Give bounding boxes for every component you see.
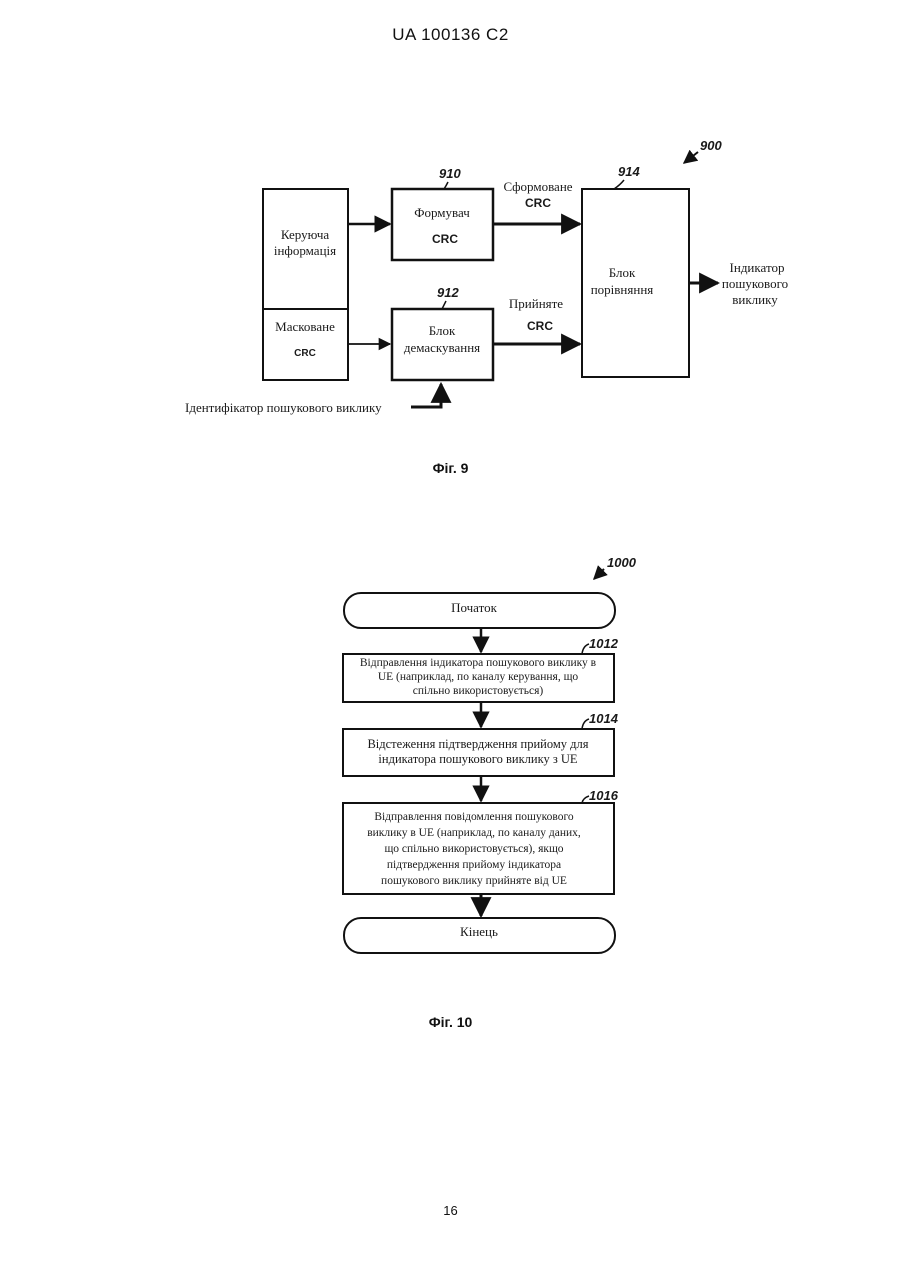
received-crc-label-2: CRC <box>527 319 553 333</box>
step-1016-line-5: пошукового виклику прийняте від UE <box>381 875 567 887</box>
figure-10-caption: Фіг. 10 <box>0 1014 901 1030</box>
ref-910: 910 <box>439 166 461 181</box>
ref-912: 912 <box>437 285 459 300</box>
arrow-id-to-demask <box>411 384 441 407</box>
step-1014-line-1: Відстеження підтвердження прийому для <box>367 737 588 751</box>
formed-crc-label-2: CRC <box>525 196 551 210</box>
ref-914: 914 <box>618 164 640 179</box>
ref-1014-tick <box>582 719 589 729</box>
crc-former-box <box>392 189 493 260</box>
masked-crc-label-2: CRC <box>294 348 316 359</box>
paging-id-label: Ідентифікатор пошукового виклику <box>185 400 382 415</box>
page-number: 16 <box>0 1203 901 1218</box>
start-label: Початок <box>451 600 498 615</box>
step-1012-line-3: спільно використовується) <box>413 685 544 697</box>
ref-1000: 1000 <box>607 555 637 570</box>
received-crc-label-1: Прийняте <box>509 296 563 311</box>
ref-1012-tick <box>582 644 589 654</box>
ref-1000-arrow <box>594 569 604 579</box>
figure-9-caption: Фіг. 9 <box>0 460 901 476</box>
comparator-label-2: порівняння <box>591 282 654 297</box>
ref-1012: 1012 <box>589 636 619 651</box>
step-1012-line-2: UE (наприклад, по каналу керування, що <box>378 671 579 683</box>
ref-900: 900 <box>700 138 722 153</box>
crc-former-label-2: CRC <box>432 232 458 246</box>
control-info-label-1: Керуюча <box>281 227 330 242</box>
ref-1014: 1014 <box>589 711 619 726</box>
end-label: Кінець <box>460 924 498 939</box>
step-1016-line-1: Відправлення повідомлення пошукового <box>374 811 574 823</box>
output-label-1: Індикатор <box>730 260 785 275</box>
output-label-3: виклику <box>732 292 778 307</box>
crc-former-label-1: Формувач <box>414 205 470 220</box>
demask-label-1: Блок <box>429 323 456 338</box>
step-1016-line-2: виклику в UE (наприклад, по каналу даних… <box>367 827 581 839</box>
formed-crc-label-1: Сформоване <box>503 179 572 194</box>
ref-914-tick <box>614 180 624 189</box>
ref-900-arrow <box>684 152 698 163</box>
ref-1016: 1016 <box>589 788 619 803</box>
output-label-2: пошукового <box>722 276 788 291</box>
step-1014-line-2: індикатора пошукового виклику з UE <box>378 752 578 766</box>
ref-1016-tick <box>582 796 589 803</box>
masked-crc-label-1: Масковане <box>275 319 335 334</box>
control-info-label-2: інформація <box>274 243 336 258</box>
step-1016-line-4: підтвердження прийому індикатора <box>387 859 561 871</box>
comparator-label-1: Блок <box>609 265 636 280</box>
demask-label-2: демаскування <box>404 340 480 355</box>
step-1012-line-1: Відправлення індикатора пошукового викли… <box>360 657 597 669</box>
step-1016-line-3: що спільно використовується), якщо <box>384 843 563 855</box>
